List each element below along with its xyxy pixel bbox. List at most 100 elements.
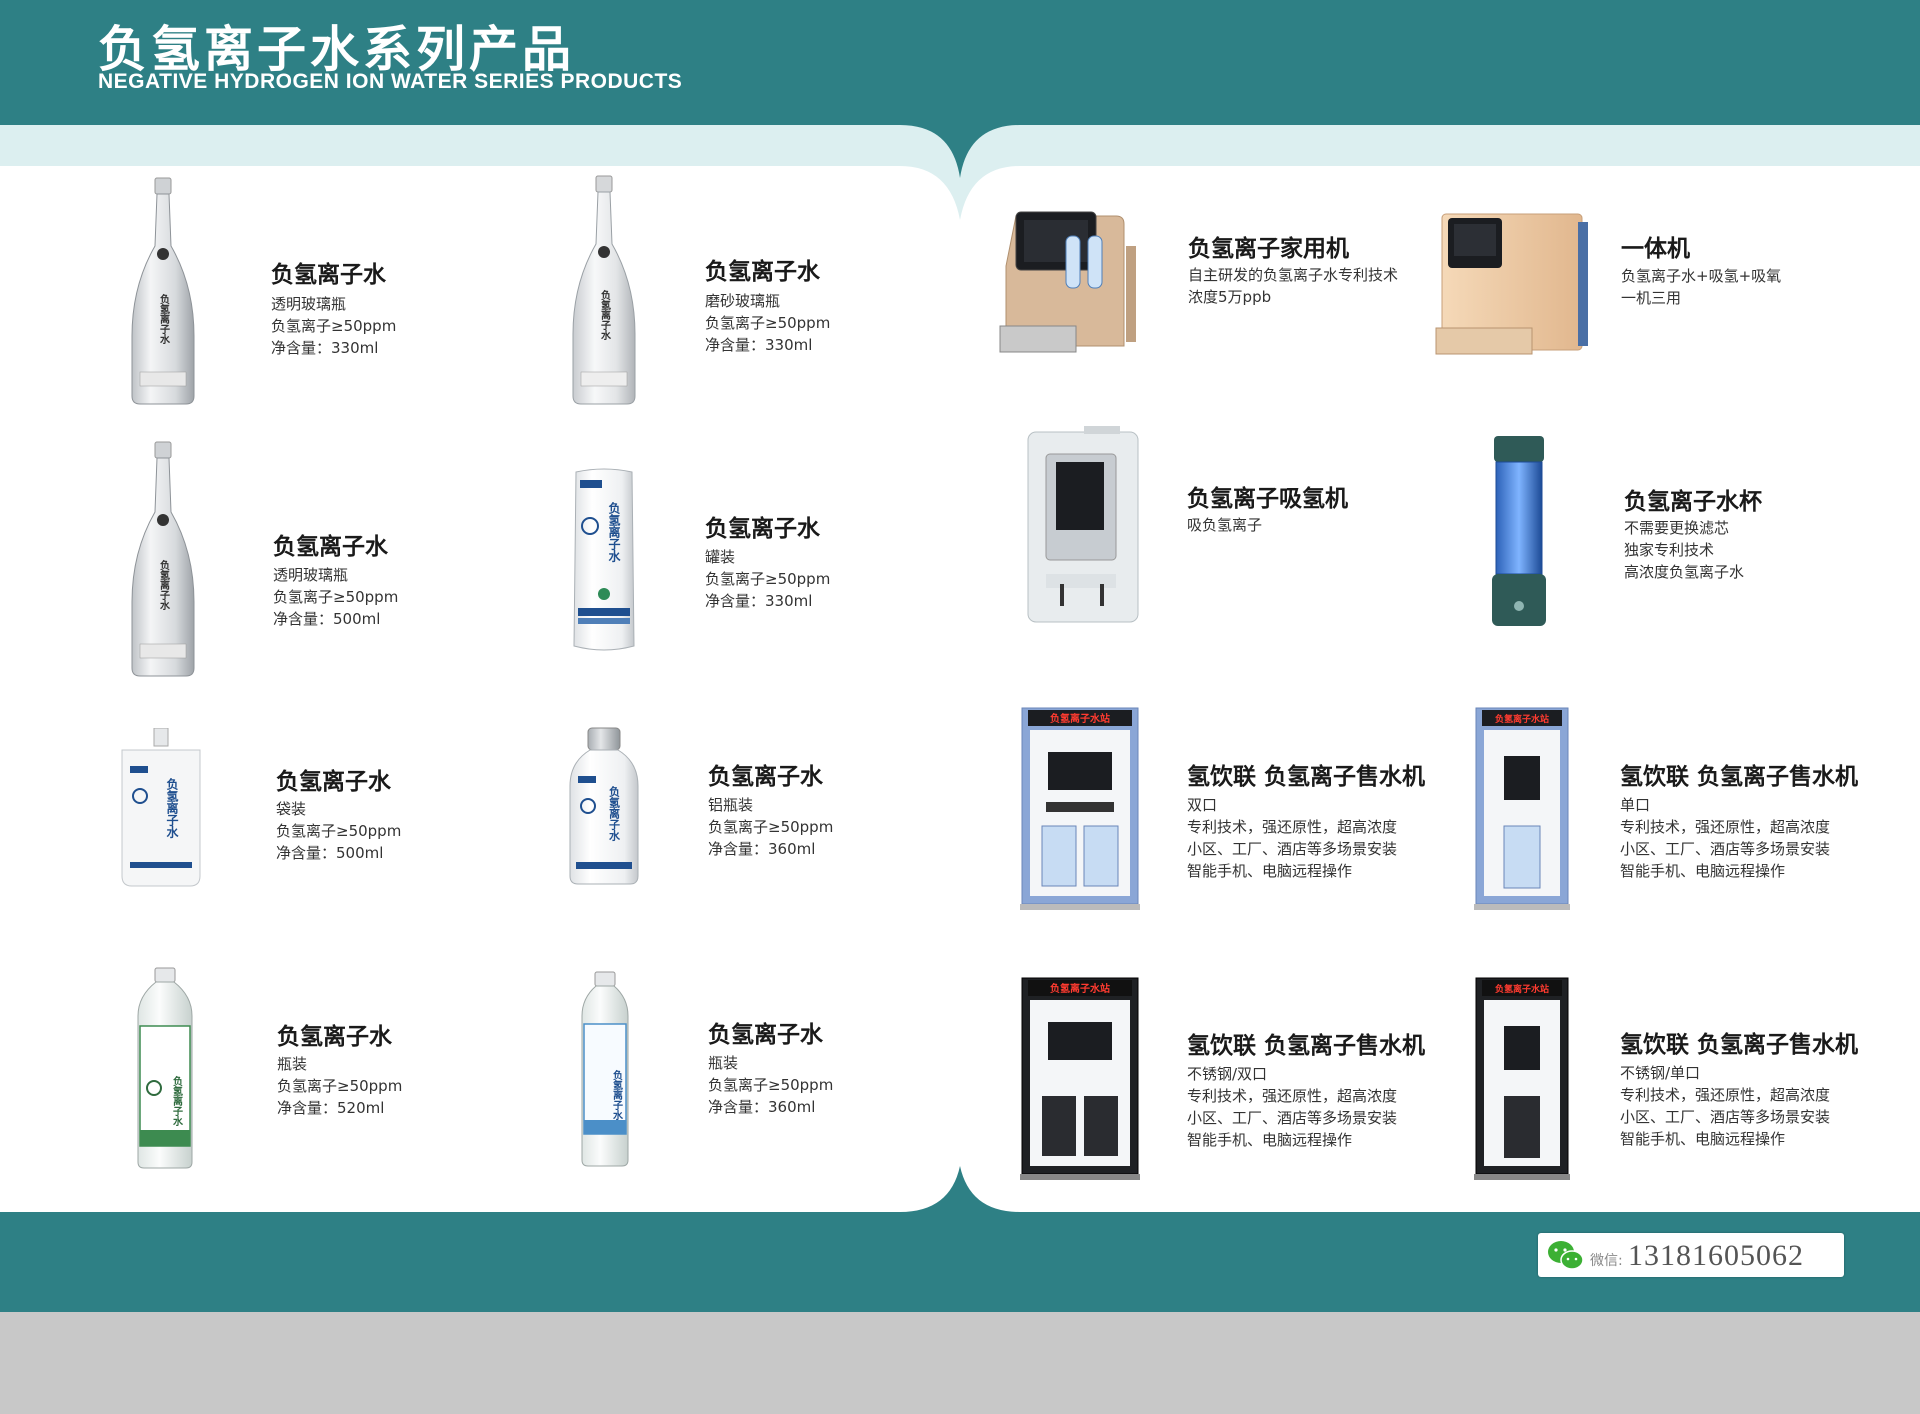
product-specs: 瓶装 负氢离子≥50ppm 净含量：520ml — [277, 1053, 402, 1119]
device-title: 一体机 — [1621, 236, 1690, 262]
product-specs: 袋装 负氢离子≥50ppm 净含量：500ml — [276, 798, 401, 864]
product-title: 负氢离子水 — [273, 534, 388, 560]
hydrogen-cup-image — [1492, 436, 1546, 626]
product-title: 负氢离子水 — [708, 764, 823, 790]
spec-line: 净含量：360ml — [708, 840, 816, 858]
product-specs: 罐装 负氢离子≥50ppm 净含量：330ml — [705, 546, 830, 612]
spec-line: 不锈钢/单口 — [1620, 1064, 1701, 1082]
device-title: 氢饮联 负氢离子售水机 — [1620, 764, 1859, 790]
spec-line: 不需要更换滤芯 — [1624, 519, 1730, 537]
can-image: 负氢离子水 — [573, 468, 635, 651]
spec-line: 磨砂玻璃瓶 — [705, 292, 781, 310]
spec-line: 智能手机、电脑远程操作 — [1620, 1130, 1786, 1148]
device-title: 氢饮联 负氢离子售水机 — [1187, 1033, 1426, 1059]
spec-line: 浓度5万ppb — [1188, 288, 1272, 306]
spec-line: 净含量：360ml — [708, 1098, 816, 1116]
device-specs: 双口 专利技术，强还原性，超高浓度 小区、工厂、酒店等多场景安装 智能手机、电脑… — [1187, 794, 1397, 882]
all-in-one-machine-image — [1435, 213, 1588, 355]
phone-number: 13181605062 — [1628, 1239, 1804, 1272]
spec-line: 负氢离子≥50ppm — [708, 818, 834, 836]
device-specs: 不锈钢/单口 专利技术，强还原性，超高浓度 小区、工厂、酒店等多场景安装 智能手… — [1620, 1062, 1830, 1150]
bottle-label-text: 负氢离子水 — [158, 559, 171, 611]
spec-line: 透明玻璃瓶 — [273, 566, 349, 584]
spec-line: 负氢离子≥50ppm — [273, 588, 399, 606]
spec-line: 小区、工厂、酒店等多场景安装 — [1620, 1108, 1831, 1126]
spec-line: 袋装 — [276, 800, 307, 818]
spec-line: 双口 — [1187, 796, 1218, 814]
device-title: 负氢离子家用机 — [1188, 236, 1349, 262]
spec-line: 单口 — [1620, 796, 1651, 814]
spec-line: 负氢离子≥50ppm — [276, 822, 402, 840]
spec-line: 负氢离子≥50ppm — [708, 1076, 834, 1094]
frosted-bottle-image: 负氢离子水 — [572, 175, 636, 405]
glass-bottle-image: 负氢离子水 — [131, 441, 195, 677]
spec-line: 负氢离子≥50ppm — [277, 1077, 403, 1095]
spec-line: 不锈钢/双口 — [1187, 1065, 1268, 1083]
stainless-vending-double-image: 负氢离子水站 — [1020, 977, 1140, 1180]
spec-line: 自主研发的负氢离子水专利技术 — [1188, 266, 1399, 284]
product-title: 负氢离子水 — [271, 262, 386, 288]
spec-line: 负氢离子水+吸氢+吸氧 — [1621, 267, 1782, 285]
pouch-image: 负氢离子水 — [121, 728, 201, 887]
station-sign-text: 负氢离子水站 — [1050, 712, 1110, 725]
spec-line: 净含量：520ml — [277, 1099, 385, 1117]
spec-line: 智能手机、电脑远程操作 — [1187, 862, 1353, 880]
glass-bottle-image: 负氢离子水 — [131, 177, 195, 405]
product-specs: 磨砂玻璃瓶 负氢离子≥50ppm 净含量：330ml — [705, 290, 830, 356]
spec-line: 专利技术，强还原性，超高浓度 — [1187, 818, 1398, 836]
spec-line: 吸负氢离子 — [1187, 516, 1263, 534]
product-specs: 透明玻璃瓶 负氢离子≥50ppm 净含量：330ml — [271, 293, 396, 359]
wechat-contact: 微信: 13181605062 — [1538, 1233, 1844, 1277]
page-title: 负氢离子水系列产品 — [98, 21, 576, 78]
device-specs: 单口 专利技术，强还原性，超高浓度 小区、工厂、酒店等多场景安装 智能手机、电脑… — [1620, 794, 1830, 882]
aluminium-label-text: 负氢离子水 — [608, 785, 621, 842]
device-specs: 不需要更换滤芯 独家专利技术 高浓度负氢离子水 — [1624, 517, 1744, 583]
spec-line: 小区、工厂、酒店等多场景安装 — [1620, 840, 1831, 858]
spec-line: 小区、工厂、酒店等多场景安装 — [1187, 1109, 1398, 1127]
spec-line: 透明玻璃瓶 — [271, 295, 347, 313]
spec-line: 净含量：500ml — [276, 844, 384, 862]
spec-line: 瓶装 — [708, 1054, 739, 1072]
spec-line: 瓶装 — [277, 1055, 308, 1073]
spec-line: 净含量：330ml — [705, 336, 813, 354]
station-sign-text: 负氢离子水站 — [1495, 983, 1549, 995]
bottle-label-text: 负氢离子水 — [158, 293, 171, 345]
pet-label-text: 负氢离子水 — [171, 1075, 184, 1127]
spec-line: 专利技术，强还原性，超高浓度 — [1620, 818, 1831, 836]
station-sign-text: 负氢离子水站 — [1050, 982, 1110, 995]
vending-machine-single-image: 负氢离子水站 — [1474, 707, 1570, 910]
product-title: 负氢离子水 — [277, 1024, 392, 1050]
page-subtitle: NEGATIVE HYDROGEN ION WATER SERIES PRODU… — [98, 70, 683, 93]
spec-line: 负氢离子≥50ppm — [271, 317, 397, 335]
spec-line: 罐装 — [705, 548, 736, 566]
product-title: 负氢离子水 — [705, 516, 820, 542]
spec-line: 智能手机、电脑远程操作 — [1620, 862, 1786, 880]
device-specs: 自主研发的负氢离子水专利技术 浓度5万ppb — [1188, 264, 1398, 308]
wechat-label: 微信: — [1590, 1253, 1623, 1269]
spec-line: 净含量：500ml — [273, 610, 381, 628]
spec-line: 负氢离子≥50ppm — [705, 314, 831, 332]
stainless-vending-single-image: 负氢离子水站 — [1474, 977, 1570, 1180]
blue-pet-bottle-image: 负氢离子水 — [581, 971, 629, 1167]
device-specs: 吸负氢离子 — [1187, 514, 1262, 536]
bottle-label-text: 负氢离子水 — [599, 289, 612, 341]
spec-line: 智能手机、电脑远程操作 — [1187, 1131, 1353, 1149]
spec-line: 净含量：330ml — [271, 339, 379, 357]
pouch-label-text: 负氢离子水 — [165, 777, 179, 839]
device-title: 负氢离子吸氢机 — [1187, 486, 1348, 512]
hydrogen-inhaler-image — [1027, 426, 1139, 623]
device-title: 氢饮联 负氢离子售水机 — [1620, 1032, 1859, 1058]
home-machine-image — [999, 211, 1136, 353]
product-title: 负氢离子水 — [708, 1022, 823, 1048]
product-title: 负氢离子水 — [276, 769, 391, 795]
product-title: 负氢离子水 — [705, 259, 820, 285]
spec-line: 负氢离子≥50ppm — [705, 570, 831, 588]
wechat-icon — [1548, 1241, 1584, 1270]
product-specs: 透明玻璃瓶 负氢离子≥50ppm 净含量：500ml — [273, 564, 398, 630]
product-specs: 瓶装 负氢离子≥50ppm 净含量：360ml — [708, 1052, 833, 1118]
blue-label-text: 负氢离子水 — [611, 1069, 624, 1121]
spec-line: 高浓度负氢离子水 — [1624, 563, 1745, 581]
can-label-text: 负氢离子水 — [607, 501, 621, 563]
aluminium-bottle-image: 负氢离子水 — [569, 727, 639, 885]
